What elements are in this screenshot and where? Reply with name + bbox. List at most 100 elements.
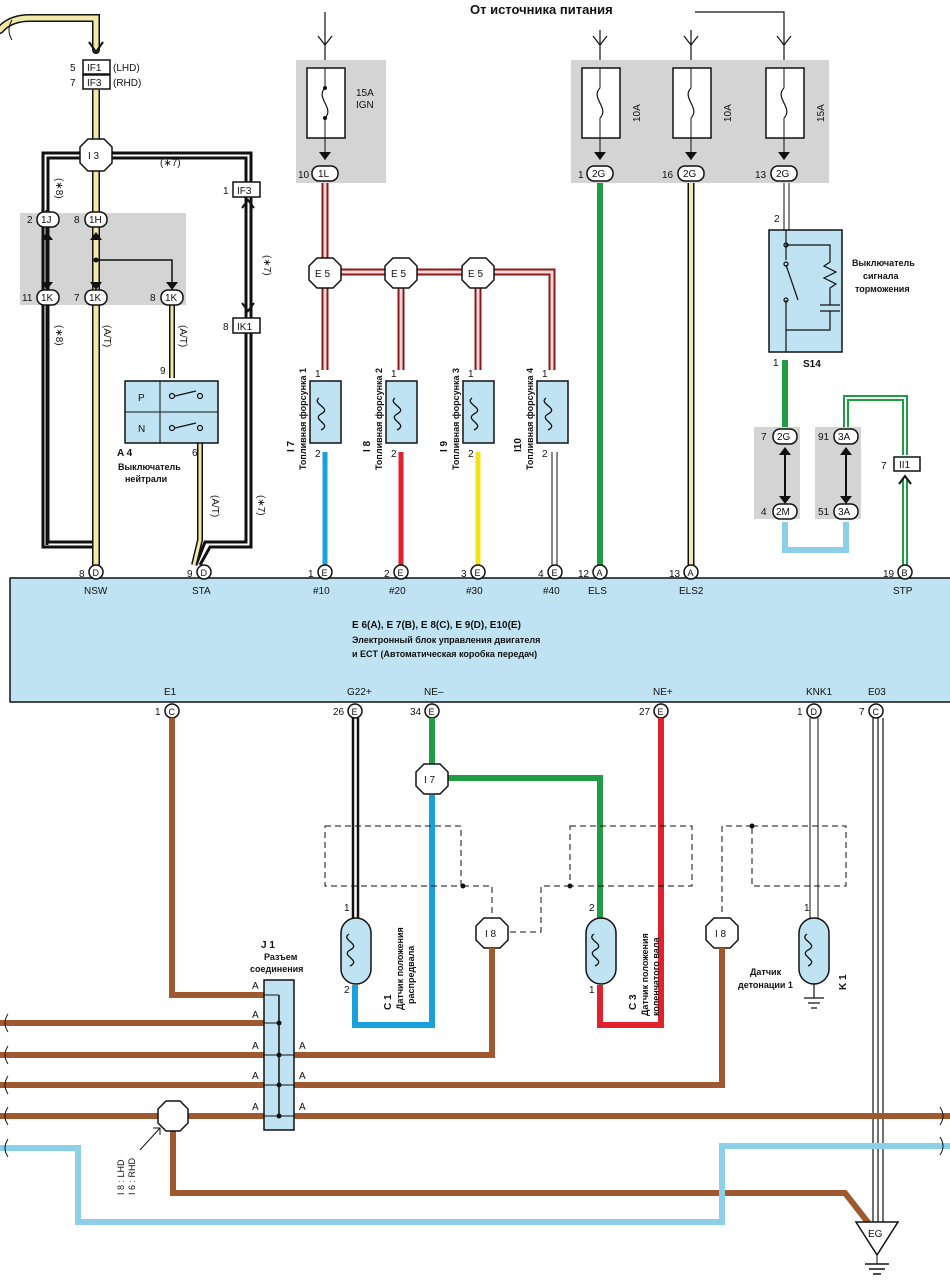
svg-text:2M: 2M	[776, 507, 790, 518]
svg-text:E: E	[429, 707, 435, 717]
injector-pin-2: 2	[542, 449, 548, 460]
svg-text:7: 7	[859, 707, 865, 718]
injector-id: I 8	[362, 440, 373, 452]
injector-pin-1: 1	[468, 369, 474, 380]
svg-text:1L: 1L	[318, 169, 330, 180]
svg-text:1: 1	[773, 358, 779, 369]
svg-text:26: 26	[333, 707, 345, 718]
svg-text:51: 51	[818, 507, 830, 518]
svg-text:(A/T): (A/T)	[177, 325, 188, 347]
svg-text:коленчатого вала: коленчатого вала	[651, 937, 661, 1016]
wire-e1-brown	[169, 718, 264, 998]
wire-lightblue-bottom	[0, 1143, 950, 1225]
svg-text:5: 5	[70, 63, 76, 74]
wire-neutral-feed	[96, 259, 203, 566]
splice-i7: I 7	[415, 763, 449, 795]
svg-text:E: E	[658, 707, 664, 717]
note-i3: (∗7)	[160, 158, 181, 169]
svg-text:N: N	[138, 424, 145, 435]
svg-text:(LHD): (LHD)	[113, 63, 140, 74]
shield-dashed	[324, 825, 847, 933]
svg-text:Датчик положения: Датчик положения	[640, 933, 650, 1016]
svg-text:2: 2	[344, 985, 350, 996]
fuse-pins: 1L 10 2G 1 2G 16 2G 13	[298, 165, 798, 182]
svg-text:A: A	[299, 1102, 306, 1113]
injector-pin-1: 1	[542, 369, 548, 380]
svg-text:I 8: I 8	[715, 929, 727, 940]
svg-text:NE–: NE–	[424, 687, 444, 698]
svg-text:15A: 15A	[816, 104, 827, 122]
svg-text:детонации 1: детонации 1	[738, 980, 793, 990]
svg-text:34: 34	[410, 707, 422, 718]
svg-text:(A/T): (A/T)	[209, 495, 220, 517]
svg-text:A: A	[299, 1041, 306, 1052]
ecu-pin-g22: G22+E26	[333, 687, 372, 719]
svg-text:1: 1	[223, 186, 229, 197]
svg-text:13: 13	[669, 569, 681, 580]
left-connectors: (∗8) 1J 2 1K 11 (∗8) 1H 8 1K 7 (A/T) 1K …	[22, 178, 188, 347]
svg-text:IGN: IGN	[356, 100, 374, 111]
svg-text:8: 8	[79, 569, 85, 580]
splice-i3: I 3	[79, 138, 113, 172]
svg-text:E1: E1	[164, 687, 177, 698]
injector-pin-1: 1	[391, 369, 397, 380]
svg-text:нейтрали: нейтрали	[125, 474, 167, 484]
ground-eg: EG	[854, 1221, 900, 1275]
wire-black-loop	[41, 151, 253, 566]
svg-text:I 8: I 8	[485, 929, 497, 940]
svg-text:1J: 1J	[41, 215, 52, 226]
injector-name: Топливная форсунка 3	[451, 368, 461, 470]
svg-text:S14: S14	[803, 359, 821, 370]
svg-text:16: 16	[662, 170, 674, 181]
fuse-f2: 10A	[672, 67, 734, 160]
svg-text:2: 2	[27, 215, 33, 226]
svg-text:торможения: торможения	[855, 284, 910, 294]
svg-text:EG: EG	[868, 1229, 883, 1240]
splice-i8-2: I 8	[705, 917, 739, 949]
svg-text:ELS2: ELS2	[679, 586, 704, 597]
splice-e5-3: E 5	[461, 257, 495, 289]
power-source-label: От источника питания	[470, 2, 613, 17]
svg-text:(A/T): (A/T)	[101, 325, 112, 347]
svg-text:D: D	[93, 568, 100, 578]
injector-pin-1: 1	[315, 369, 321, 380]
ecu-pin-n30: E3#30	[461, 564, 486, 597]
svg-text:A: A	[597, 568, 603, 578]
injector-name: Топливная форсунка 4	[525, 368, 535, 470]
svg-text:STP: STP	[893, 586, 913, 597]
svg-text:(∗8): (∗8)	[53, 178, 64, 199]
svg-text:E 5: E 5	[468, 269, 483, 280]
svg-text:A: A	[688, 568, 694, 578]
svg-text:10: 10	[298, 170, 310, 181]
svg-text:соединения: соединения	[250, 964, 303, 974]
svg-text:E: E	[352, 707, 358, 717]
svg-text:1: 1	[578, 170, 584, 181]
svg-text:E: E	[398, 568, 404, 578]
svg-text:3A: 3A	[838, 507, 851, 518]
svg-text:Разъем: Разъем	[264, 952, 298, 962]
svg-text:10A: 10A	[632, 104, 643, 122]
wire-e03	[872, 718, 884, 1225]
svg-text:1K: 1K	[165, 293, 178, 304]
fuse-ign: 15A IGN	[306, 67, 374, 160]
svg-text:1H: 1H	[89, 215, 102, 226]
svg-text:IF3: IF3	[87, 78, 102, 89]
svg-text:(∗7): (∗7)	[255, 495, 266, 516]
wire-brown-bus	[0, 948, 950, 1227]
splice-e5-2: E 5	[384, 257, 418, 289]
ecu-pin-n10: E1#10	[308, 564, 333, 597]
svg-text:Выключатель: Выключатель	[852, 258, 915, 268]
svg-text:C 3: C 3	[628, 994, 639, 1010]
svg-text:E 5: E 5	[391, 269, 406, 280]
wire-ign-red	[321, 183, 556, 370]
svg-text:A: A	[252, 1102, 259, 1113]
svg-text:#30: #30	[466, 586, 483, 597]
